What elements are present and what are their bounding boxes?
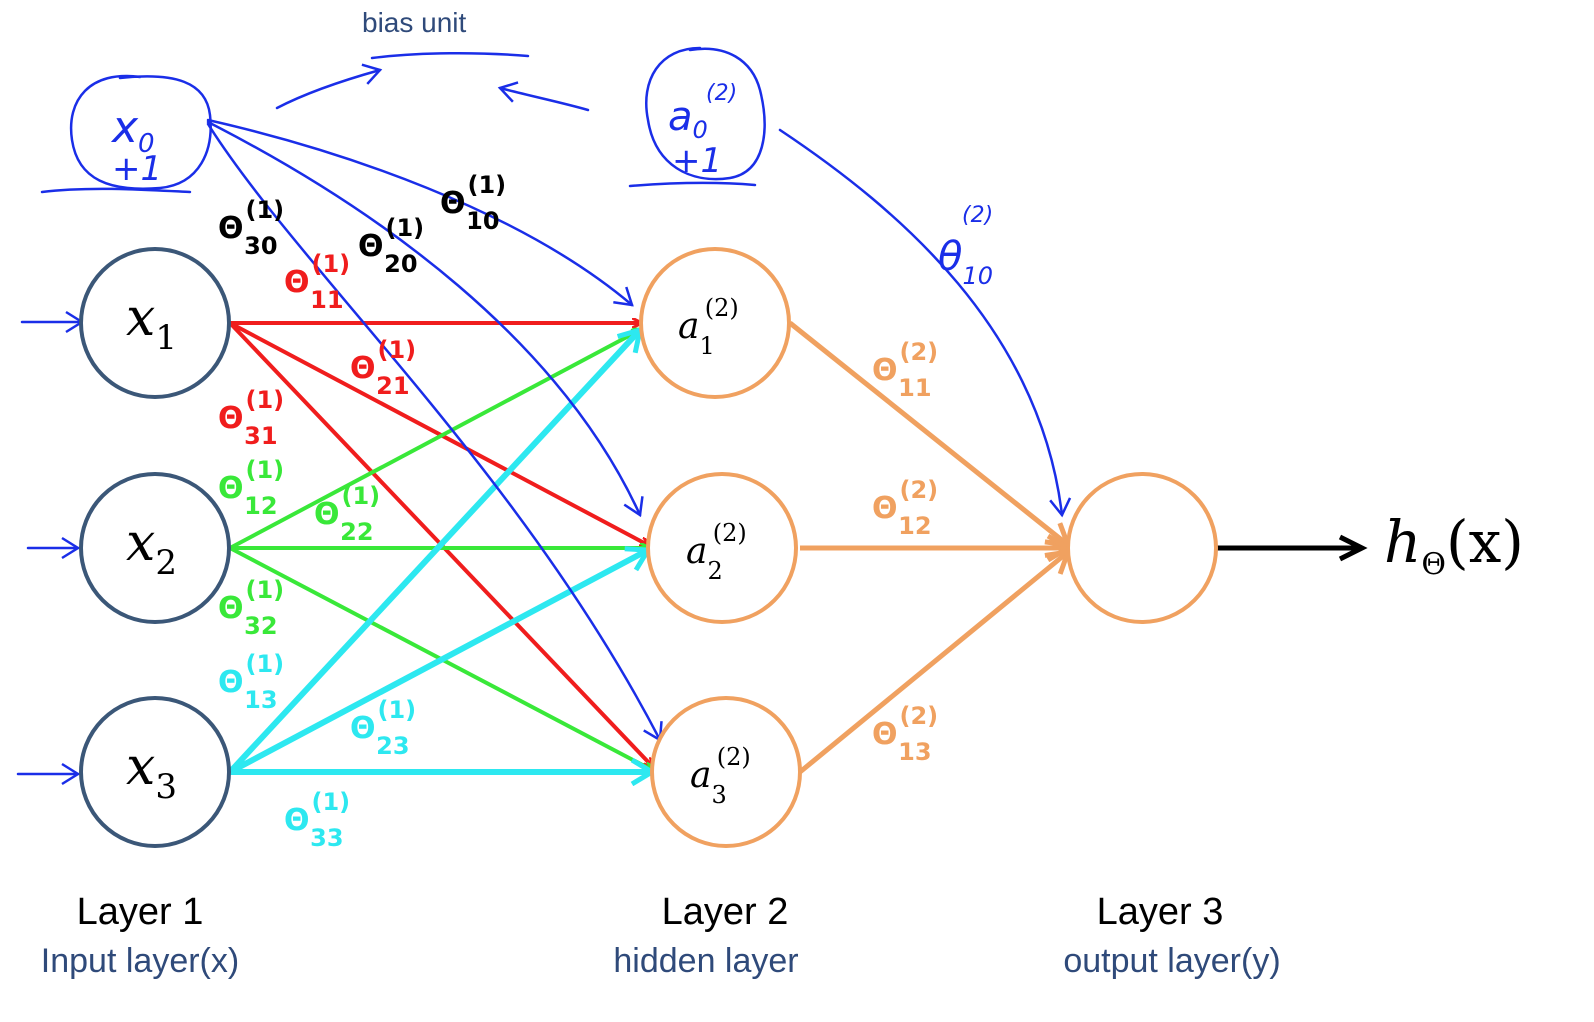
theta-33: Θ(1)33 xyxy=(284,788,350,852)
theta-32: Θ(1)32 xyxy=(218,576,284,640)
theta-23: Θ(1)23 xyxy=(350,696,416,760)
node-x1 xyxy=(79,247,231,399)
edge-x1-a2 xyxy=(229,321,648,545)
theta-12: Θ(1)12 xyxy=(218,456,284,520)
layer-2-title: Layer 2 xyxy=(662,891,789,933)
handwritten-annotations xyxy=(16,46,1072,786)
label-x3: x3 xyxy=(126,737,177,807)
theta-11: Θ(1)11 xyxy=(284,250,350,314)
bias-bracket-top xyxy=(370,51,530,60)
edges-to-output xyxy=(788,321,1068,774)
label-x2: x2 xyxy=(126,513,177,583)
theta-13: Θ(1)13 xyxy=(218,650,284,714)
label-x1: x1 xyxy=(126,288,177,358)
red-weight-labels: Θ(1)11 Θ(1)21 Θ(1)31 xyxy=(218,250,416,450)
edge-x2-a1 xyxy=(229,330,640,550)
theta-31: Θ(1)31 xyxy=(218,386,284,450)
x0-to-a2-curve xyxy=(206,120,644,518)
layer-3-title: Layer 3 xyxy=(1097,891,1224,933)
node-a2 xyxy=(646,472,798,624)
edge-x3-a1 xyxy=(227,330,640,775)
x0-circle xyxy=(69,74,212,190)
layer-1-subtitle: Input layer(x) xyxy=(41,942,239,980)
bias-x0-label: x0 xyxy=(110,102,155,159)
edge-a3-out xyxy=(798,552,1068,774)
theta-10: Θ(1)10 xyxy=(440,171,506,235)
hidden-layer-nodes xyxy=(639,247,802,848)
theta-21: Θ(1)21 xyxy=(350,336,416,400)
orange-weight-labels: Θ(2)11 Θ(2)12 Θ(2)13 xyxy=(872,338,938,766)
bias-a0-label: a0 xyxy=(668,94,708,144)
theta2-10-sup: (2) xyxy=(962,203,993,228)
bias-a0-superscript: (2) xyxy=(706,81,737,106)
theta-20: Θ(1)20 xyxy=(358,214,424,278)
theta2-12: Θ(2)12 xyxy=(872,476,938,540)
label-a3: a3(2) xyxy=(690,743,751,809)
theta-22: Θ(1)22 xyxy=(314,482,380,546)
bias-a0-value: +1 xyxy=(672,141,722,181)
theta2-13: Θ(2)13 xyxy=(872,702,938,766)
label-a2: a2(2) xyxy=(686,519,747,585)
theta2-10-label: θ10 xyxy=(938,234,993,290)
node-a3 xyxy=(650,696,802,848)
x0-to-a1-curve xyxy=(206,118,634,307)
cyan-weight-labels: Θ(1)13 Θ(1)23 Θ(1)33 xyxy=(218,650,416,852)
output-hypothesis-label: hΘ(x) xyxy=(1384,508,1524,582)
hidden-node-labels: a1(2) a2(2) a3(2) xyxy=(678,294,751,809)
bias-x0-value: +1 xyxy=(112,149,162,189)
theta-30: Θ(1)30 xyxy=(218,196,284,260)
input-node-labels: x1 x2 x3 xyxy=(126,288,177,807)
a0-to-output-curve xyxy=(778,128,1072,518)
bias-bracket-right xyxy=(497,81,590,112)
bias-unit-label: bias unit xyxy=(362,7,467,38)
layer-captions: Layer 1 Input layer(x) Layer 2 hidden la… xyxy=(41,891,1281,980)
input-layer-nodes xyxy=(79,247,231,848)
x0-underline xyxy=(40,187,192,194)
label-a1: a1(2) xyxy=(678,294,739,360)
bias-bracket-left xyxy=(275,63,383,110)
node-output xyxy=(1066,472,1218,624)
a0-circle xyxy=(645,46,766,181)
layer-3-subtitle: output layer(y) xyxy=(1063,942,1280,980)
bias-labels: x0 +1 a0 (2) +1 θ10 (2) xyxy=(110,81,993,290)
layer-2-subtitle: hidden layer xyxy=(613,942,798,980)
a0-underline xyxy=(628,181,757,188)
edge-a1-out xyxy=(788,321,1068,545)
edges-from-x3 xyxy=(227,330,652,775)
x0-to-a3-curve xyxy=(206,122,663,743)
bias-weight-labels: Θ(1)10 Θ(1)20 Θ(1)30 xyxy=(218,171,506,278)
green-weight-labels: Θ(1)12 Θ(1)22 Θ(1)32 xyxy=(218,456,380,640)
theta2-11: Θ(2)11 xyxy=(872,338,938,402)
node-x2 xyxy=(79,472,231,624)
layer-1-title: Layer 1 xyxy=(77,891,204,933)
node-a1 xyxy=(639,247,791,399)
node-x3 xyxy=(79,696,231,848)
edge-x3-a2 xyxy=(228,550,648,775)
